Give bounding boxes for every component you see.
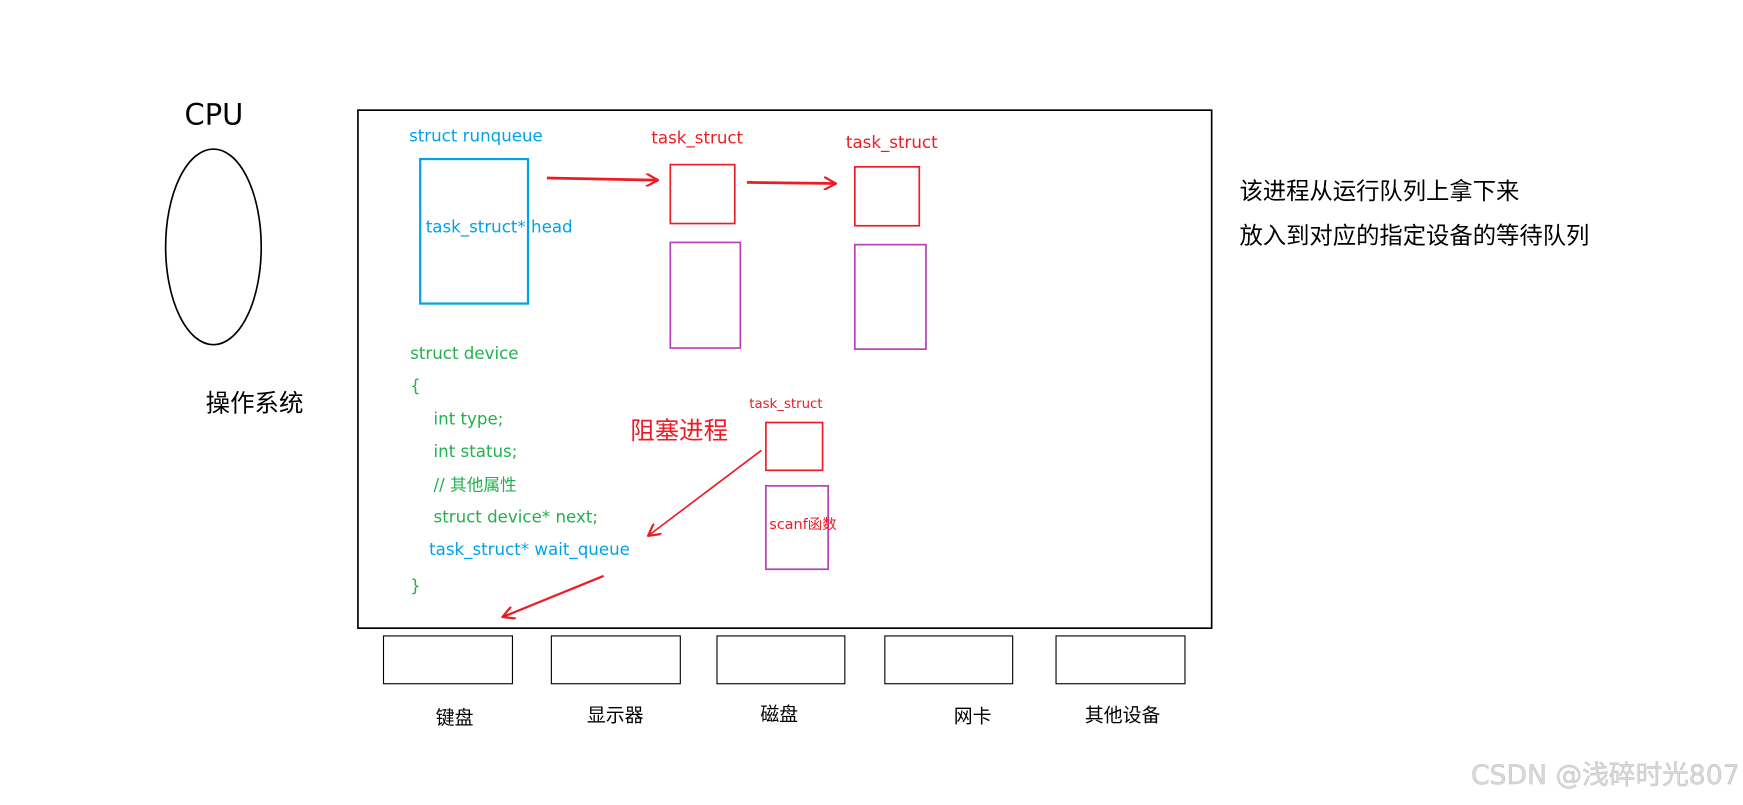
runqueue-head-field: task_struct* head: [426, 217, 573, 237]
blocked-task-box: [765, 421, 824, 472]
blocked-data-box: [765, 485, 829, 571]
device-box-nic: [884, 635, 1014, 685]
device-box-keyboard: [382, 635, 514, 685]
arrow-task1-to-task2: [746, 182, 836, 183]
code-line: task_struct* wait_queue: [429, 540, 630, 560]
device-label: 网卡: [954, 706, 992, 728]
runqueue-box: [419, 157, 530, 305]
code-line: // 其他属性: [434, 475, 517, 494]
scanf-label: scanf函数: [769, 516, 837, 533]
note-line: 该进程从运行队列上拿下来: [1239, 177, 1519, 205]
code-line: struct device* next;: [434, 508, 598, 527]
task-struct-box: [853, 166, 921, 227]
device-struct-code: struct device { int type; int status; //…: [410, 344, 630, 595]
code-line: int type;: [434, 410, 504, 429]
blocked-task-label: task_struct: [749, 397, 822, 412]
device-box-display: [550, 635, 681, 685]
os-box: [357, 109, 1213, 629]
task-data-box: [669, 241, 742, 349]
blocked-process-title: 阻塞进程: [630, 416, 728, 445]
code-line: struct device: [410, 344, 518, 363]
task-struct-label: task_struct: [651, 128, 743, 148]
task-struct-box: [669, 163, 736, 225]
arrow-task-to-wait-queue: [648, 449, 762, 536]
watermark: CSDN @浅碎时光807: [1471, 760, 1740, 791]
arrow-wait-queue-to-keyboard: [502, 574, 605, 617]
code-line: {: [410, 376, 421, 395]
device-label: 其他设备: [1085, 705, 1161, 727]
device-box-disk: [716, 635, 846, 685]
device-label: 显示器: [587, 705, 644, 727]
cpu-ellipse: [164, 148, 263, 346]
code-line: int status;: [434, 442, 518, 461]
code-line: }: [410, 576, 421, 595]
device-label: 键盘: [436, 707, 474, 729]
device-label: 磁盘: [760, 703, 798, 725]
task-data-box: [853, 243, 927, 350]
task-struct-label: task_struct: [846, 133, 938, 153]
runqueue-title: struct runqueue: [409, 126, 543, 145]
cpu-label: CPU: [185, 98, 244, 132]
device-box-other: [1055, 635, 1186, 685]
note-line: 放入到对应的指定设备的等待队列: [1239, 222, 1589, 250]
os-label: 操作系统: [206, 388, 304, 417]
arrow-head-to-task1: [546, 178, 658, 180]
